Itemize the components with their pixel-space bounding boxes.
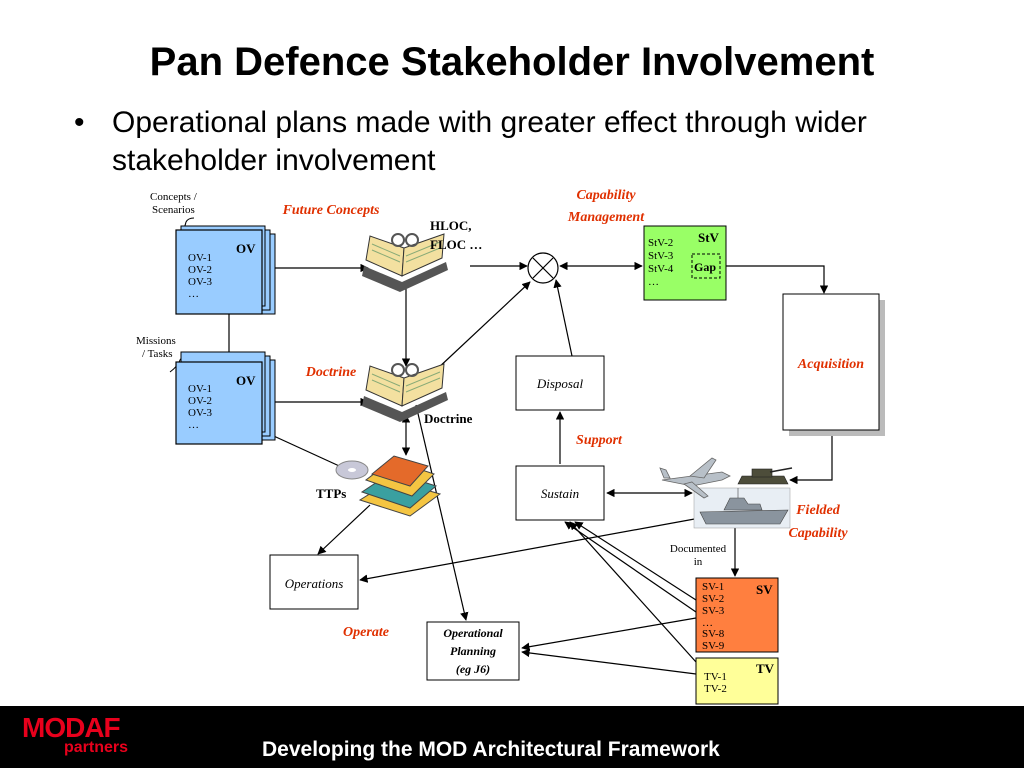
- stv-box-item: StV-3: [648, 250, 674, 262]
- arrow-stv-to-acquisition: [726, 265, 829, 294]
- floc-label: FLOC …: [430, 237, 482, 252]
- ov-box-2-tag: OV: [236, 373, 256, 388]
- operations-label: Operations: [285, 576, 344, 591]
- disposal-label: Disposal: [536, 376, 584, 391]
- junction-icon: [527, 252, 559, 284]
- arrow-disposal-to-cross: [553, 279, 573, 357]
- concepts-label: Concepts /: [150, 191, 198, 203]
- sustain-box: Sustain: [515, 465, 605, 521]
- ttps-books-icon: [335, 455, 442, 517]
- sv-box-item: SV-9: [702, 640, 725, 652]
- management-label: Management: [567, 210, 645, 225]
- architecture-diagram: Concepts / Scenarios Missions / Tasks OV…: [136, 188, 885, 705]
- support-label: Support: [576, 433, 623, 448]
- op-planning-line: Planning: [450, 644, 496, 658]
- ov-box-1-item: OV-3: [188, 276, 213, 288]
- sv-box-item: …: [702, 617, 713, 629]
- arrow-doctrine-to-opplanning: [415, 404, 469, 621]
- ov-box-1-item: OV-1: [188, 252, 212, 264]
- in-label: in: [694, 556, 703, 568]
- sv-box-tag: SV: [756, 582, 773, 597]
- tv-box: TV TV-1 TV-2: [695, 657, 779, 705]
- hloc-label: HLOC,: [430, 218, 472, 233]
- book-icon: [362, 233, 448, 292]
- operations-box: Operations: [269, 554, 359, 610]
- gap-label: Gap: [694, 260, 716, 274]
- acquisition-label: Acquisition: [797, 357, 864, 372]
- arrow-ov2-to-ttps: [264, 431, 349, 471]
- connectors: [224, 261, 833, 675]
- sv-box: SV SV-1 SV-2 SV-3 … SV-8 SV-9: [695, 577, 779, 653]
- book-icon: [362, 363, 448, 422]
- arrow-fielded-to-operations: [359, 517, 701, 583]
- arrow-sv-to-sustain-2: [564, 521, 697, 613]
- acquisition-box: Acquisition: [782, 293, 885, 436]
- stv-box-tag: StV: [698, 230, 720, 245]
- ov-box-2-item: OV-2: [188, 395, 212, 407]
- aircraft-icon: [659, 457, 731, 499]
- ov-box-2-item: OV-3: [188, 407, 213, 419]
- fielded-capability-image: [659, 457, 793, 529]
- ov-box-2-item: OV-1: [188, 383, 212, 395]
- modaf-logo: MODAF: [22, 712, 121, 743]
- ship-icon: [699, 488, 789, 525]
- arrow-book2-to-cross: [435, 281, 531, 371]
- gap-box: [691, 253, 721, 279]
- stv-box: StV StV-2 StV-3 StV-4 … Gap: [643, 225, 727, 301]
- fielded-capability-label: Capability: [788, 526, 848, 541]
- capability-label: Capability: [576, 188, 636, 203]
- doctrine-label: Doctrine: [424, 411, 473, 426]
- footer-bar: [0, 706, 1024, 768]
- arrow-sv-to-sustain-3: [569, 521, 697, 663]
- sustain-label: Sustain: [541, 486, 579, 501]
- tv-box-item: TV-2: [704, 683, 727, 695]
- operate-label: Operate: [343, 625, 389, 640]
- bullet-marker: •: [74, 106, 85, 139]
- footer-tagline: Developing the MOD Architectural Framewo…: [262, 738, 720, 761]
- ov-box-1-tag: OV: [236, 241, 256, 256]
- sv-box-item: SV-3: [702, 605, 725, 617]
- sv-box-item: SV-2: [702, 593, 724, 605]
- ov-box-2-item: …: [188, 419, 199, 431]
- tv-box-tag: TV: [756, 661, 775, 676]
- arrow-ttps-to-operations: [317, 504, 371, 555]
- modaf-logo-subtitle: partners: [64, 739, 129, 756]
- op-planning-line: Operational: [443, 626, 503, 640]
- ov-box-1-item: OV-2: [188, 264, 212, 276]
- arrow-sv-to-sustain-1: [574, 521, 697, 601]
- sv-box-item: SV-1: [702, 581, 724, 593]
- tv-box-item: TV-1: [704, 671, 727, 683]
- documented-label: Documented: [670, 543, 727, 555]
- ov-box-1-item: …: [188, 288, 199, 300]
- fielded-label: Fielded: [795, 503, 841, 518]
- stv-box-item: StV-4: [648, 263, 674, 275]
- sv-box-item: SV-8: [702, 628, 725, 640]
- tasks-label: / Tasks: [142, 348, 173, 360]
- missions-label: Missions: [136, 335, 176, 347]
- ov-box-2: OV OV-1 OV-2 OV-3 …: [175, 351, 276, 445]
- ov-box-1: OV OV-1 OV-2 OV-3 …: [175, 225, 276, 315]
- stv-box-item: …: [648, 276, 659, 288]
- doctrine-red-label: Doctrine: [305, 365, 357, 380]
- future-concepts-label: Future Concepts: [282, 203, 380, 218]
- stv-box-item: StV-2: [648, 237, 673, 249]
- slide-title: Pan Defence Stakeholder Involvement: [149, 40, 875, 84]
- ttps-label: TTPs: [316, 486, 346, 501]
- disposal-box: Disposal: [515, 355, 605, 411]
- operational-planning-box: Operational Planning (eg J6): [426, 621, 520, 681]
- op-planning-line: (eg J6): [456, 662, 490, 676]
- scenarios-label: Scenarios: [152, 204, 195, 216]
- arrow-tv-to-opplanning: [521, 648, 697, 675]
- arrow-sv-to-opplanning: [521, 617, 697, 651]
- arrow-acquisition-to-fielded: [789, 430, 833, 485]
- tank-icon: [737, 467, 793, 485]
- bullet-text: Operational plans made with greater effe…: [112, 106, 867, 177]
